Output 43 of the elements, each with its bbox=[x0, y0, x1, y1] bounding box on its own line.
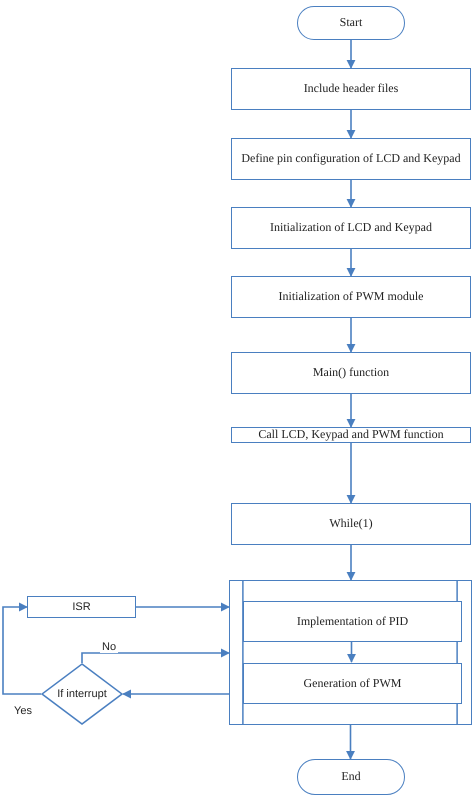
process-box bbox=[231, 427, 471, 443]
process-box bbox=[231, 352, 471, 394]
arrow bbox=[2, 602, 41, 695]
process-box bbox=[27, 596, 136, 618]
box-label: Initialization of LCD and Keypad bbox=[270, 221, 432, 235]
box-label: End bbox=[341, 770, 361, 784]
box-label: Call LCD, Keypad and PWM function bbox=[258, 428, 444, 442]
arrow bbox=[346, 725, 355, 760]
terminal-box bbox=[297, 759, 405, 795]
box-label: Define pin configuration of LCD and Keypad bbox=[241, 152, 461, 166]
arrow bbox=[346, 110, 356, 139]
loop-box bbox=[229, 580, 472, 725]
arrow bbox=[346, 249, 356, 277]
decision-label: If interrupt bbox=[57, 688, 107, 700]
box-label: Main() function bbox=[312, 366, 390, 380]
process-box bbox=[231, 503, 471, 545]
arrow bbox=[346, 394, 356, 428]
arrow bbox=[346, 443, 356, 504]
process-box bbox=[243, 601, 462, 642]
terminal-box bbox=[297, 6, 405, 40]
box-label: ISR bbox=[72, 600, 91, 614]
arrow bbox=[346, 180, 356, 208]
process-box bbox=[231, 138, 471, 180]
edge-label: Yes bbox=[12, 705, 34, 717]
process-box bbox=[231, 276, 471, 318]
process-box bbox=[243, 663, 462, 704]
box-label: Implementation of PID bbox=[296, 614, 408, 628]
box-label: Initialization of PWM module bbox=[278, 290, 424, 304]
arrow bbox=[346, 545, 356, 581]
arrow bbox=[347, 641, 356, 663]
arrow bbox=[346, 318, 356, 353]
arrow bbox=[346, 40, 356, 69]
arrow bbox=[81, 648, 230, 663]
decision-diamond bbox=[41, 663, 123, 725]
process-box bbox=[231, 207, 471, 249]
edge-label: No bbox=[100, 641, 118, 653]
box-label: While(1) bbox=[329, 517, 373, 531]
arrow bbox=[122, 690, 229, 698]
box-label: Include header files bbox=[304, 82, 398, 96]
process-box bbox=[231, 68, 471, 110]
box-label: Generation of PWM bbox=[304, 676, 402, 690]
box-label: Start bbox=[340, 16, 362, 30]
arrow bbox=[136, 602, 230, 612]
